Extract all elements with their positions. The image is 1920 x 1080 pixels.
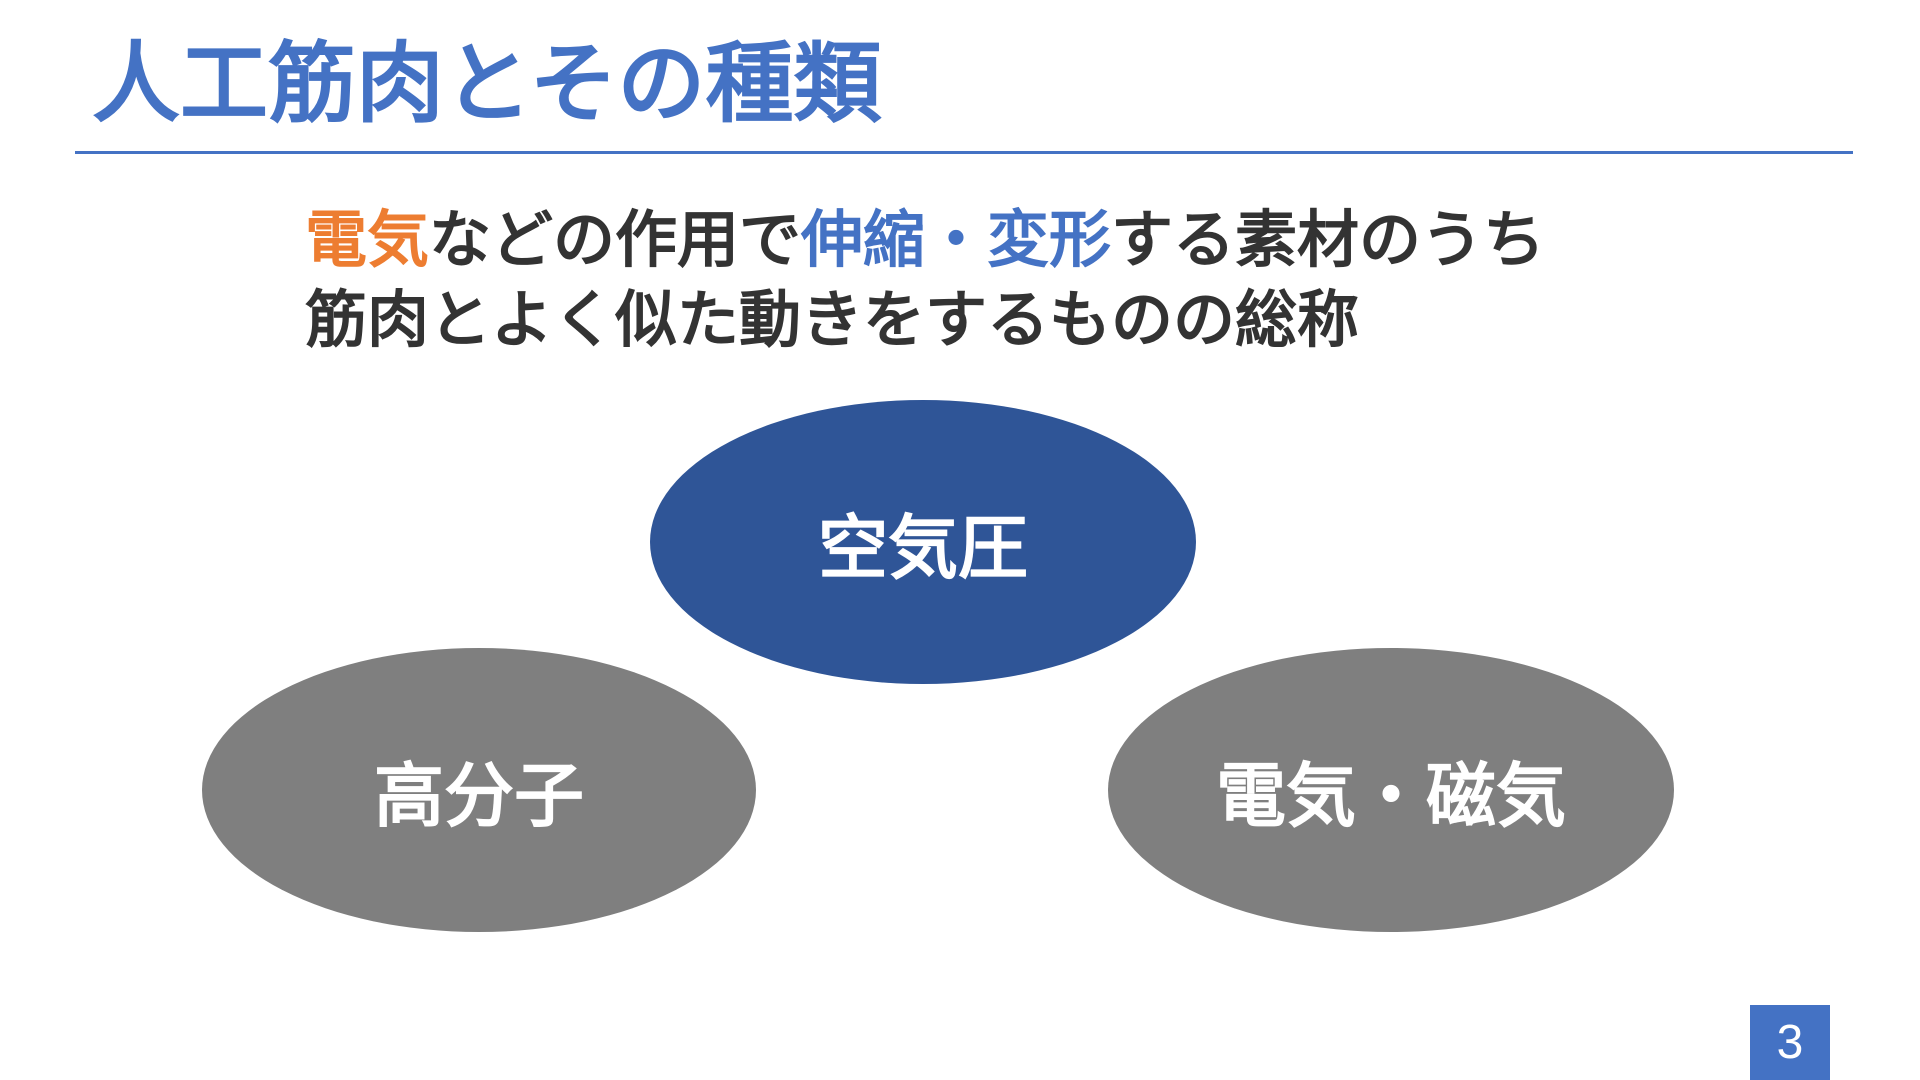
definition-text: 電気などの作用で伸縮・変形する素材のうち 筋肉とよく似た動きをするものの総称 [305, 200, 1545, 360]
type-label-electromagnetic: 電気・磁気 [1216, 754, 1566, 837]
definition-line-1: 電気などの作用で伸縮・変形する素材のうち [305, 200, 1545, 280]
definition-highlight-electric: 電気 [305, 203, 430, 276]
title-divider [75, 151, 1853, 154]
definition-highlight-deform: 伸縮・変形 [801, 203, 1112, 276]
slide-title: 人工筋肉とその種類 [92, 32, 882, 135]
definition-text-segment: などの作用で [429, 203, 802, 276]
type-label-pneumatic: 空気圧 [818, 506, 1028, 589]
definition-text-segment: する素材のうち [1111, 203, 1546, 276]
type-label-polymer: 高分子 [374, 754, 584, 837]
type-ellipse-electromagnetic: 電気・磁気 [1108, 648, 1674, 932]
page-number-badge: 3 [1750, 1005, 1830, 1080]
type-ellipse-polymer: 高分子 [202, 648, 756, 932]
type-ellipse-pneumatic: 空気圧 [650, 400, 1196, 684]
definition-line-2: 筋肉とよく似た動きをするものの総称 [305, 283, 1360, 356]
